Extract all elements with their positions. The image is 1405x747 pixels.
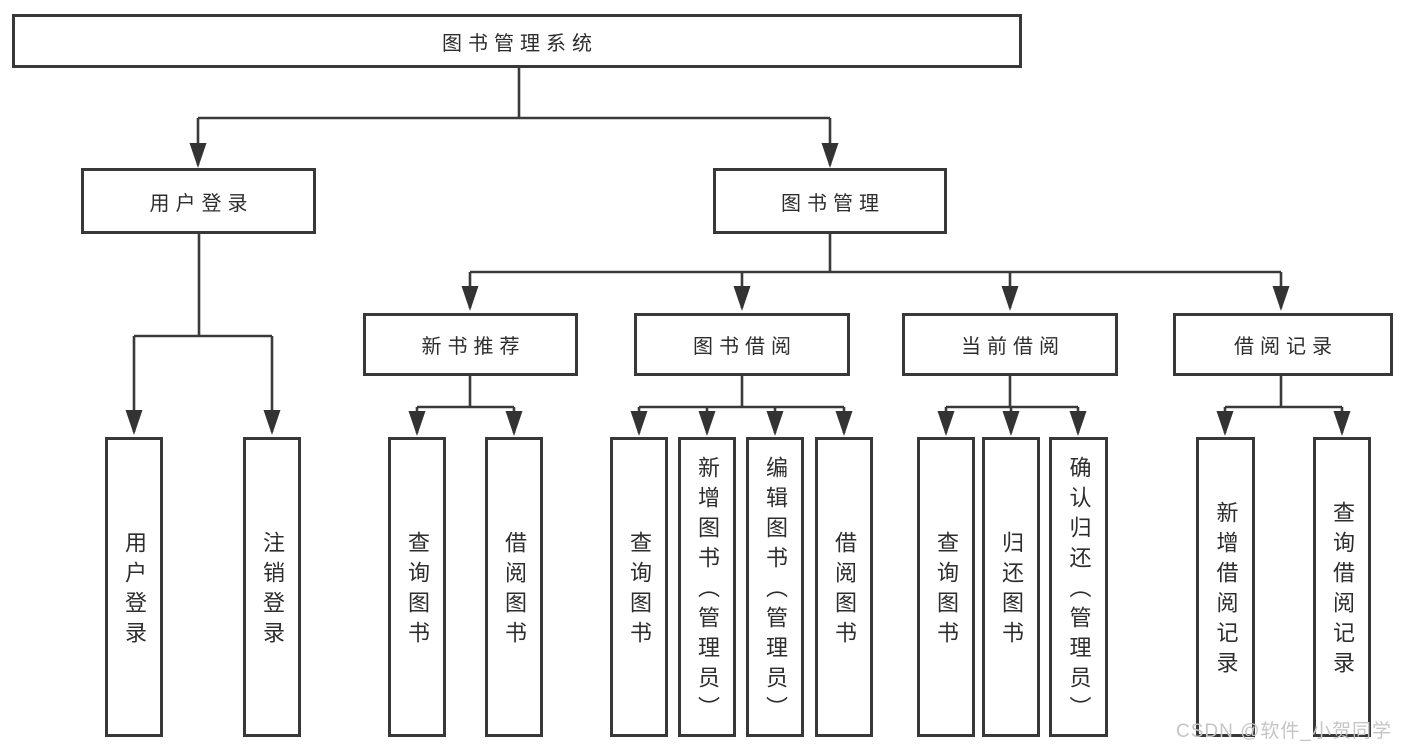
connector-new-book-recommend — [408, 376, 523, 436]
leaf-query-borrow-record-label: 查询借阅记录 — [1330, 501, 1355, 681]
node-user-login-label: 用户登录 — [149, 192, 254, 215]
leaf-confirm-return-admin: 确认归还（管理员） — [1049, 437, 1108, 737]
node-library-system: 图书管理系统 — [12, 14, 1022, 68]
leaf-query-books-current: 查询图书 — [917, 437, 975, 737]
node-current-borrow: 当前借阅 — [902, 313, 1118, 376]
node-borrow-records-label: 借阅记录 — [1234, 336, 1338, 358]
leaf-logout: 注销登录 — [243, 437, 301, 737]
leaf-borrow-books-recommend-label: 借阅图书 — [502, 531, 527, 651]
leaf-edit-book-admin: 编辑图书（管理员） — [746, 437, 804, 737]
leaf-edit-book-admin-label: 编辑图书（管理员） — [763, 456, 788, 726]
leaf-borrow-books-recommend: 借阅图书 — [485, 437, 543, 737]
leaf-query-borrow-record: 查询借阅记录 — [1313, 437, 1371, 737]
leaf-add-borrow-record: 新增借阅记录 — [1196, 437, 1255, 737]
connector-book-borrow — [630, 376, 853, 436]
leaf-return-book-label: 归还图书 — [999, 531, 1024, 651]
connector-user-login — [125, 234, 281, 435]
node-new-book-recommend-label: 新书推荐 — [421, 336, 526, 358]
leaf-query-books-current-label: 查询图书 — [934, 531, 959, 651]
leaf-query-books-recommend: 查询图书 — [388, 437, 446, 737]
node-book-borrow-label: 图书借阅 — [693, 336, 797, 358]
csdn-watermark: CSDN @软件_小贺同学 — [1176, 721, 1392, 742]
connector-borrow-records — [1216, 376, 1351, 436]
leaf-borrow-book: 借阅图书 — [815, 437, 873, 737]
node-book-management: 图书管理 — [713, 168, 947, 234]
connector-root — [189, 68, 839, 168]
leaf-user-login: 用户登录 — [105, 437, 163, 737]
leaf-query-books-borrow: 查询图书 — [610, 437, 668, 737]
leaf-query-books-borrow-label: 查询图书 — [627, 531, 652, 651]
node-library-system-label: 图书管理系统 — [442, 32, 598, 55]
leaf-confirm-return-admin-label: 确认归还（管理员） — [1066, 456, 1092, 726]
connector-current-borrow — [937, 376, 1087, 436]
node-borrow-records: 借阅记录 — [1173, 313, 1393, 376]
leaf-add-borrow-record-label: 新增借阅记录 — [1213, 501, 1239, 681]
leaf-add-book-admin-label: 新增图书（管理员） — [695, 456, 720, 726]
leaf-return-book: 归还图书 — [982, 437, 1040, 737]
leaf-user-login-label: 用户登录 — [122, 531, 147, 651]
node-book-borrow: 图书借阅 — [634, 313, 850, 376]
node-new-book-recommend: 新书推荐 — [363, 313, 578, 376]
node-book-management-label: 图书管理 — [781, 192, 885, 215]
leaf-add-book-admin: 新增图书（管理员） — [678, 437, 736, 737]
leaf-borrow-book-label: 借阅图书 — [832, 531, 857, 651]
connector-book-management — [461, 234, 1290, 311]
node-current-borrow-label: 当前借阅 — [961, 336, 1065, 358]
node-user-login: 用户登录 — [81, 168, 316, 234]
leaf-logout-label: 注销登录 — [260, 531, 285, 651]
leaf-query-books-recommend-label: 查询图书 — [405, 531, 430, 651]
